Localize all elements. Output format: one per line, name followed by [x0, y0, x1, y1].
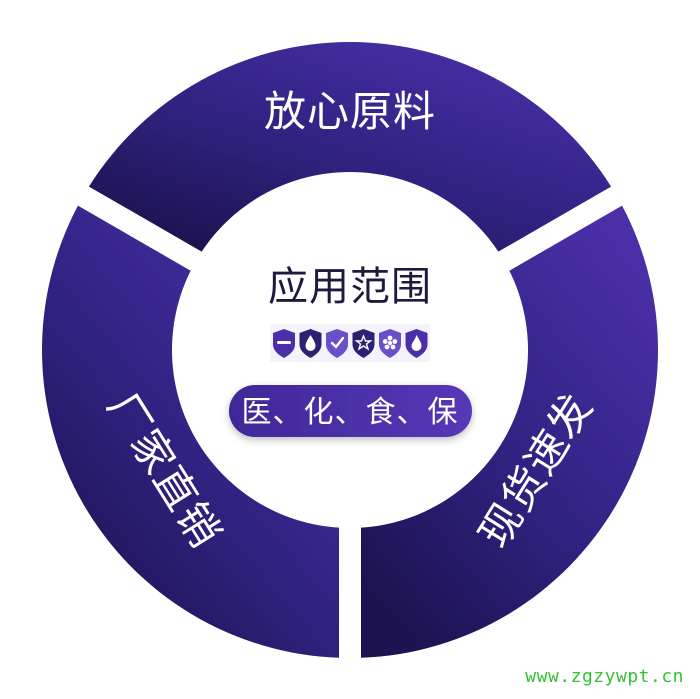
- flower-shield-icon: [379, 329, 401, 358]
- segment-top: [88, 42, 612, 252]
- star-shield-icon: [352, 329, 375, 358]
- segment-left: [41, 205, 340, 658]
- segment-label-top: 放心原料: [264, 87, 436, 136]
- center-title: 应用范围: [268, 264, 432, 310]
- check-shield-icon: [326, 329, 348, 358]
- scope-pill: [229, 385, 472, 437]
- watermark: www.zgzywpt.cn: [525, 666, 684, 687]
- badge-strip: [270, 324, 430, 362]
- scope-pill-label: 医、化、食、保: [242, 395, 459, 430]
- segment-right: [360, 205, 658, 658]
- flame-shield-icon: [405, 329, 428, 358]
- drop-shield-icon: [299, 329, 322, 358]
- dash-shield-icon: [273, 329, 295, 358]
